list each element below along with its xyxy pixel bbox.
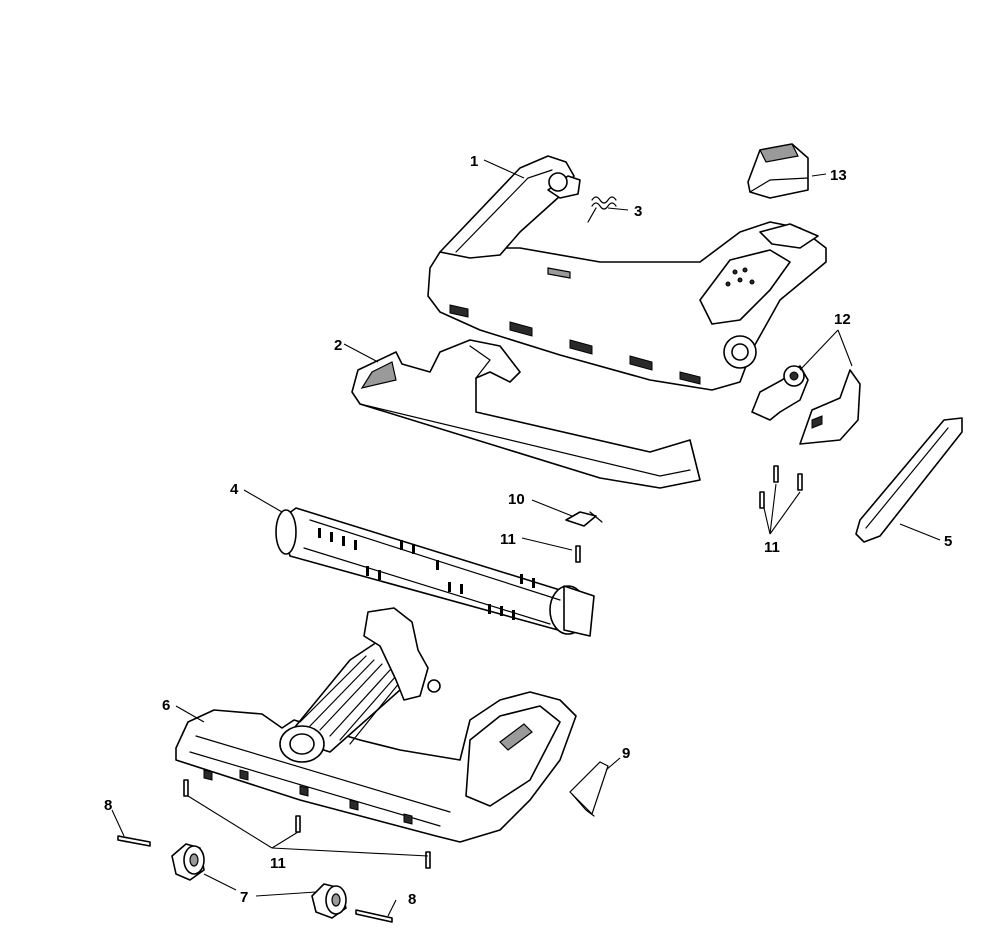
part-6-base-housing <box>175 607 577 843</box>
callout-11-base: 11 <box>270 855 286 872</box>
part-7-wheels <box>171 843 347 919</box>
part-11-screws <box>183 465 803 869</box>
part-5-drive-belt <box>855 417 963 543</box>
callout-2: 2 <box>334 337 342 354</box>
part-4-brushroll <box>275 507 595 637</box>
callout-6: 6 <box>162 697 170 714</box>
callout-9: 9 <box>622 745 630 762</box>
callout-4: 4 <box>230 481 239 498</box>
callout-7: 7 <box>240 889 248 906</box>
part-1-upper-hood <box>427 155 827 391</box>
callout-12: 12 <box>834 311 851 328</box>
callout-3: 3 <box>634 203 642 220</box>
part-8-axles <box>117 835 393 923</box>
callout-11-brackets: 11 <box>764 539 780 556</box>
leader-lines <box>111 159 941 917</box>
part-3-spring <box>587 196 617 223</box>
callout-13: 13 <box>830 167 847 184</box>
callout-8-left: 8 <box>104 797 112 814</box>
callout-labels: 1 2 3 4 5 6 7 8 8 9 10 11 11 11 12 13 <box>104 153 952 908</box>
callout-1: 1 <box>470 153 478 170</box>
callout-11-brushroll: 11 <box>500 531 516 548</box>
part-13-release-pedal <box>747 143 809 199</box>
callout-5: 5 <box>944 533 952 550</box>
part-9-wire-rod <box>569 761 609 817</box>
part-2-bumper-plate <box>351 339 701 489</box>
part-12-side-brackets <box>751 365 861 445</box>
callout-10: 10 <box>508 491 525 508</box>
part-10-clip <box>565 511 603 527</box>
callout-8-right: 8 <box>408 891 416 908</box>
